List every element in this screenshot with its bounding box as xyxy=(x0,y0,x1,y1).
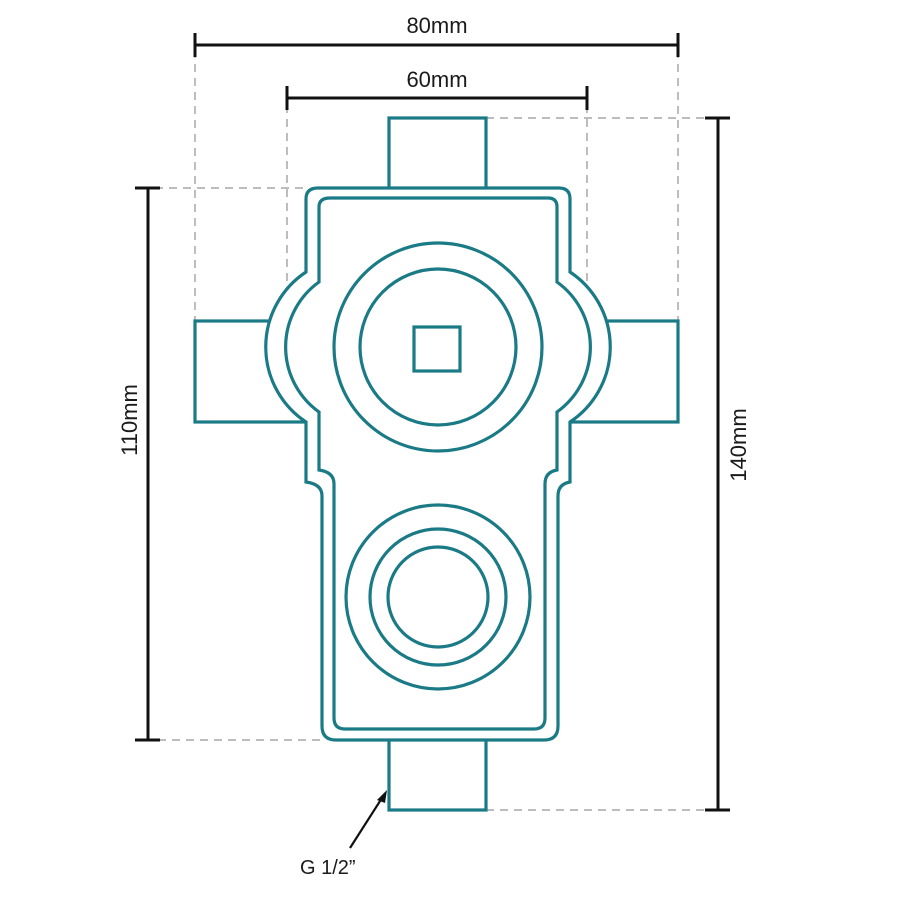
dim-overall-width xyxy=(193,33,680,57)
dim-body-height xyxy=(135,186,160,742)
label-body-height: 110mm xyxy=(117,384,142,456)
upper-bore xyxy=(332,241,544,453)
bottom-port xyxy=(387,736,488,812)
body-outer-outline xyxy=(264,186,612,742)
top-port xyxy=(387,116,488,192)
dim-overall-height xyxy=(705,116,730,812)
dim-body-width xyxy=(285,86,589,110)
lower-bore xyxy=(344,503,532,691)
extension-lines xyxy=(155,50,712,811)
label-body-width: 60mm xyxy=(406,67,467,92)
thread-callout-arrow xyxy=(349,790,387,849)
thread-callout-label: G 1/2” xyxy=(300,857,356,879)
body-inner-outline xyxy=(284,196,592,731)
label-overall-width: 80mm xyxy=(406,13,467,38)
label-overall-height: 140mm xyxy=(726,408,751,481)
